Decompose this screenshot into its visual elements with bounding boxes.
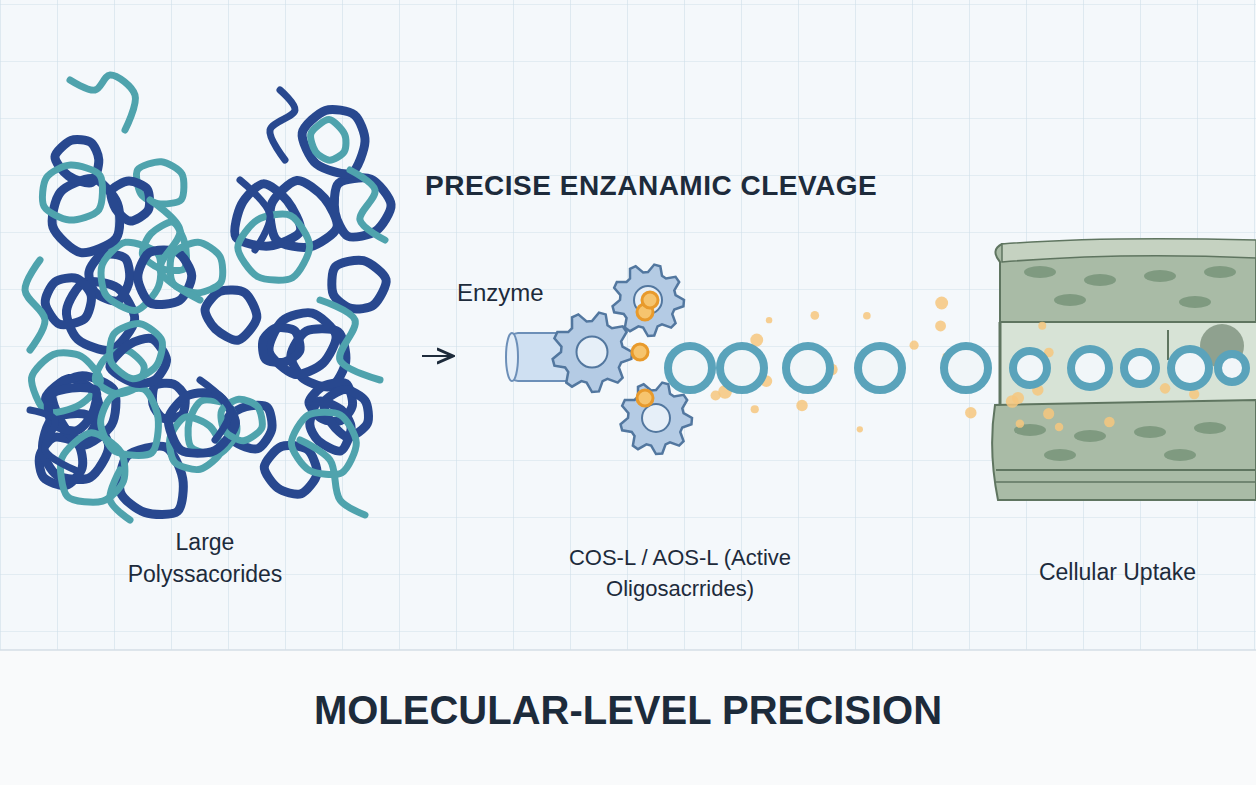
sugar-ring [111,181,150,221]
sugar-strand [200,380,230,440]
sugar-strand [30,410,75,470]
particle [1043,408,1054,419]
node-label: Large Polyssacorides [110,526,300,590]
organelle [1134,426,1166,438]
sugar-ring [332,260,386,309]
oligosaccharide-ring [1013,351,1047,385]
particle [1160,383,1171,394]
oligosaccharide-ring [720,346,764,390]
sugar-ring [55,139,99,183]
oligosaccharide-ring [1124,352,1156,384]
active-site [632,344,648,360]
sugar-ring [302,109,365,173]
particle [751,405,759,413]
sugar-ring [238,214,310,280]
sugar-strand [70,75,135,130]
organelle [1204,266,1236,278]
node-label: COS-L / AOS-L (Active Oligosacrrides) [549,543,811,605]
enzyme-node: Enzyme [455,272,710,472]
particle [1104,417,1115,428]
particle [1006,395,1019,408]
sugar-strand [350,170,385,240]
particle [857,426,863,432]
organelles [1014,266,1236,461]
sugar-strand [110,470,130,520]
title: PRECISE ENZANAMIC CLEVAGE [425,170,877,202]
oligosaccharide-chain [668,296,1246,432]
channel-line [1167,330,1169,360]
sugar-ring [311,120,346,161]
sugar-strand [300,440,365,515]
sugar-ring [31,353,100,413]
oligosaccharide-ring [1218,354,1246,382]
organelle [1084,274,1116,286]
sugar-ring [45,278,91,325]
membrane-layer [996,481,1256,483]
organelle [1054,294,1086,306]
sugar-ring [310,401,351,451]
particle [766,317,772,323]
particle [1038,322,1046,330]
particle [910,341,919,350]
particle [796,400,807,411]
particle [935,296,948,309]
sugar-strand [270,90,295,160]
caption: MOLECULAR-LEVEL PRECISION [0,688,1256,733]
sugar-strand [240,180,270,250]
oligosaccharide-ring [786,346,830,390]
tube-end [506,333,518,381]
organelle [1024,266,1056,278]
flow-arrow [422,355,453,357]
sugar-strand [320,300,380,380]
active-site [637,390,653,406]
particle [1055,423,1063,431]
sugar-strand [150,200,200,300]
oligosaccharide-ring [858,346,902,390]
sugar-ring [205,290,257,340]
particle [863,312,871,320]
organelle [1074,430,1106,442]
oligosaccharide-ring [1071,349,1109,387]
membrane-bottom [992,400,1256,500]
particle [1016,419,1024,427]
polysaccharide-node: Large Polyssacorides [10,60,400,620]
grid-paper [0,0,1256,650]
cell-illustration [992,239,1256,500]
organelle [1164,449,1196,461]
organelle [1194,422,1226,434]
bottom-band [0,650,1256,785]
gear [621,383,692,454]
node-label: Enzyme [457,276,544,310]
oligosaccharide-ring [944,346,988,390]
cell-node: Cellular Uptake [985,225,1250,600]
organelle [1144,270,1176,282]
band-line [0,649,1256,651]
organelle [1179,296,1211,308]
membrane-layer [996,469,1256,471]
oligosaccharide-node: COS-L / AOS-L (Active Oligosacrrides) [520,535,840,613]
active-site [642,292,658,308]
sugar-strand [25,260,45,350]
organelle [1044,449,1076,461]
oligosaccharide-ring [668,346,712,390]
oligosaccharide-ring [1171,349,1209,387]
node-label: Cellular Uptake [1008,556,1228,588]
sugar-ring [263,328,301,363]
sugar-ring [110,324,163,379]
particle [935,321,946,332]
sugar-ring [42,165,102,220]
channel-line [999,322,1002,405]
particle [965,407,976,418]
gear-hub [642,404,670,432]
gear [553,313,632,392]
gear-hub [577,337,608,368]
particle [810,311,819,320]
membrane-top-face [1002,239,1256,262]
polysaccharide-tangle [25,75,391,520]
